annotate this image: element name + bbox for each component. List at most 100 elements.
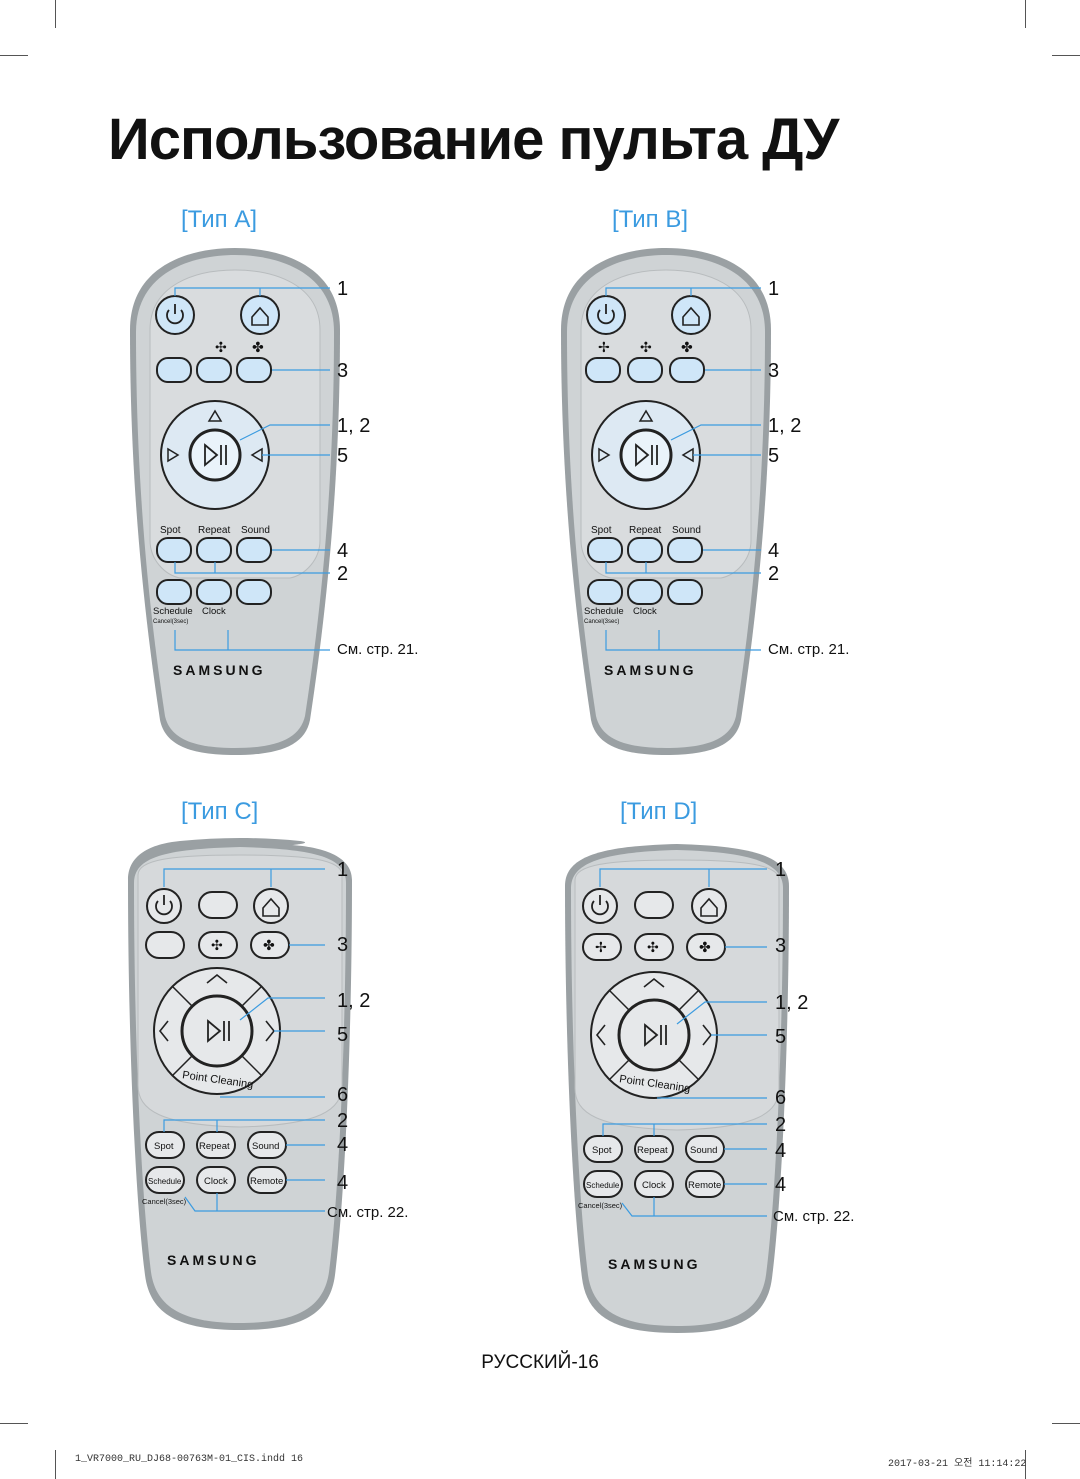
sound-button[interactable] (667, 537, 703, 563)
crop-mark (0, 1423, 28, 1424)
suction-button-1[interactable] (156, 357, 192, 383)
type-label-b: [Тип B] (612, 206, 689, 233)
play-pause-button[interactable] (619, 428, 673, 482)
spot-button[interactable] (156, 537, 192, 563)
callout-d-5: 5 (775, 1026, 787, 1048)
callout-d-1: 1 (775, 859, 787, 881)
play-pause-button[interactable] (188, 428, 242, 482)
callout-d-4a: 4 (775, 1140, 787, 1162)
home-charge-button[interactable] (691, 888, 727, 924)
callout-c-1: 1 (337, 859, 349, 881)
cancel-label: Cancel(3sec) (584, 619, 619, 625)
crop-mark (1052, 55, 1080, 56)
callout-c-5: 5 (337, 1024, 349, 1046)
callout-b-5: 5 (768, 445, 780, 467)
callout-a-5: 5 (337, 445, 349, 467)
home-charge-button[interactable] (253, 888, 289, 924)
callout-b-2: 2 (768, 563, 780, 585)
extra-button[interactable] (667, 579, 703, 605)
brand-logo: SAMSUNG (604, 662, 697, 678)
suction-button-1[interactable] (585, 357, 621, 383)
cancel-label: Cancel(3sec) (578, 1201, 623, 1210)
schedule-button[interactable] (583, 1170, 623, 1198)
power-icon (597, 304, 615, 325)
blank-button[interactable] (634, 891, 674, 919)
callout-c-6: 6 (337, 1084, 349, 1106)
clock-button[interactable] (196, 579, 232, 605)
power-button[interactable] (586, 295, 626, 335)
clock-label: Clock (633, 606, 657, 617)
fan-high-icon: ✤ (252, 339, 264, 355)
spot-label: Spot (592, 1145, 612, 1156)
spot-label: Spot (160, 525, 181, 536)
power-button[interactable] (582, 888, 618, 924)
extra-button[interactable] (236, 579, 272, 605)
callout-c-ref: См. стр. 22. (327, 1204, 409, 1221)
spot-button[interactable] (587, 537, 623, 563)
schedule-button[interactable] (587, 579, 623, 605)
fan-medium-icon: ✣ (640, 339, 652, 355)
arrow-left-icon (598, 447, 611, 463)
crop-mark (55, 0, 56, 28)
suction-button-2[interactable] (198, 931, 238, 959)
home-charge-icon (251, 306, 269, 326)
callout-d-12: 1, 2 (775, 992, 809, 1014)
schedule-label: Schedule (148, 1177, 182, 1186)
spot-button[interactable] (145, 1131, 185, 1159)
arrow-up-icon (643, 977, 665, 988)
clock-button[interactable] (196, 1166, 236, 1194)
suction-button-2[interactable] (627, 357, 663, 383)
remote-type-a: ✣ ✤ Spot Repeat Sound Schedule Clock Can… (130, 248, 340, 755)
sound-button[interactable] (236, 537, 272, 563)
callout-b-4: 4 (768, 540, 780, 562)
callout-a-3: 3 (337, 360, 349, 382)
footer-date: 2017-03-21 오전 11:14:22 (888, 1459, 1027, 1470)
power-button[interactable] (155, 295, 195, 335)
callout-a-4: 4 (337, 540, 349, 562)
schedule-button[interactable] (145, 1166, 185, 1194)
remote-type-b: ✢ ✣ ✤ Spot Repeat Sound Schedule Clock C… (561, 248, 771, 755)
schedule-label: Schedule (586, 1181, 620, 1190)
suction-button-2[interactable] (634, 933, 674, 961)
home-charge-icon (682, 306, 700, 326)
clock-label: Clock (202, 606, 226, 617)
blank-button[interactable] (198, 891, 238, 919)
sound-label: Sound (252, 1141, 279, 1152)
home-charge-button[interactable] (240, 295, 280, 335)
suction-button-2[interactable] (196, 357, 232, 383)
callout-b-12: 1, 2 (768, 415, 802, 437)
repeat-button[interactable] (627, 537, 663, 563)
crop-mark (1052, 1423, 1080, 1424)
power-button[interactable] (146, 888, 182, 924)
spot-label: Spot (154, 1141, 174, 1152)
type-label-c: [Тип C] (181, 798, 259, 825)
callout-d-3: 3 (775, 935, 787, 957)
suction-button-1[interactable] (145, 931, 185, 959)
arrow-up-icon (206, 973, 228, 984)
cancel-label: Cancel(3sec) (153, 619, 188, 625)
fan-medium-icon: ✣ (211, 937, 223, 953)
schedule-button[interactable] (156, 579, 192, 605)
callout-d-6: 6 (775, 1087, 787, 1109)
power-icon (166, 304, 184, 325)
clock-button[interactable] (627, 579, 663, 605)
crop-mark (1025, 0, 1026, 28)
repeat-label: Repeat (637, 1145, 668, 1156)
suction-button-3[interactable] (669, 357, 705, 383)
home-charge-button[interactable] (671, 295, 711, 335)
play-pause-button[interactable] (180, 994, 254, 1068)
brand-logo: SAMSUNG (608, 1256, 701, 1272)
suction-button-1[interactable] (582, 933, 622, 961)
crop-mark (1025, 1450, 1026, 1479)
play-pause-icon (635, 443, 658, 467)
remote-type-d: ✢ ✣ ✤ Point Cleaning Spot Repeat Sound S… (565, 844, 789, 1333)
fan-low-icon: ✢ (598, 339, 610, 355)
page-title: Использование пульта ДУ (108, 107, 839, 172)
repeat-button[interactable] (196, 537, 232, 563)
suction-button-3[interactable] (236, 357, 272, 383)
repeat-button[interactable] (196, 1131, 236, 1159)
play-pause-icon (207, 1019, 230, 1043)
fan-high-icon: ✤ (681, 339, 693, 355)
crop-mark (55, 1450, 56, 1479)
play-pause-button[interactable] (617, 998, 691, 1072)
